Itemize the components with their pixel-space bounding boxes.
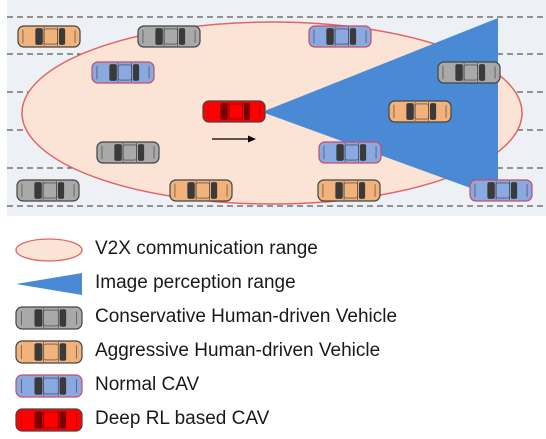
legend-item-normal-cav: Normal CAV (0, 370, 546, 402)
legend: V2X communication range Image perception… (0, 222, 546, 439)
traffic-scene (7, 0, 546, 216)
image-perception-range (262, 18, 498, 198)
legend-label-v2x: V2X communication range (95, 238, 318, 259)
legend-item-deep-rl: Deep RL based CAV (0, 404, 546, 436)
car-deep-rl-icon (15, 408, 83, 432)
perception-wedge-icon (16, 273, 82, 295)
legend-label-deep-rl: Deep RL based CAV (95, 408, 270, 429)
legend-item-conservative: Conservative Human-driven Vehicle (0, 302, 546, 334)
heading-arrow (212, 135, 256, 143)
v2x-ellipse-icon (15, 238, 83, 262)
legend-label-aggressive: Aggressive Human-driven Vehicle (95, 340, 381, 361)
legend-item-v2x: V2X communication range (0, 234, 546, 266)
car-normal-cav-icon (15, 374, 83, 398)
car-aggressive-icon (15, 340, 83, 364)
legend-label-perception: Image perception range (95, 272, 296, 293)
car-deep-rl-icon (202, 100, 266, 123)
car-normal-cav-icon (308, 25, 372, 48)
legend-item-aggressive: Aggressive Human-driven Vehicle (0, 336, 546, 368)
car-conservative-icon (96, 141, 160, 164)
car-normal-cav-icon (91, 61, 155, 84)
car-conservative-icon (137, 25, 201, 48)
legend-label-conservative: Conservative Human-driven Vehicle (95, 306, 398, 327)
car-conservative-icon (16, 179, 80, 202)
car-aggressive-icon (388, 100, 452, 123)
legend-item-perception: Image perception range (0, 268, 546, 300)
car-conservative-icon (437, 61, 501, 84)
car-aggressive-icon (17, 25, 81, 48)
car-conservative-icon (15, 306, 83, 330)
car-aggressive-icon (317, 179, 381, 202)
vehicles-layer (16, 25, 533, 202)
car-aggressive-icon (169, 179, 233, 202)
car-normal-cav-icon (469, 179, 533, 202)
legend-label-normal-cav: Normal CAV (95, 374, 200, 395)
car-normal-cav-icon (318, 141, 382, 164)
